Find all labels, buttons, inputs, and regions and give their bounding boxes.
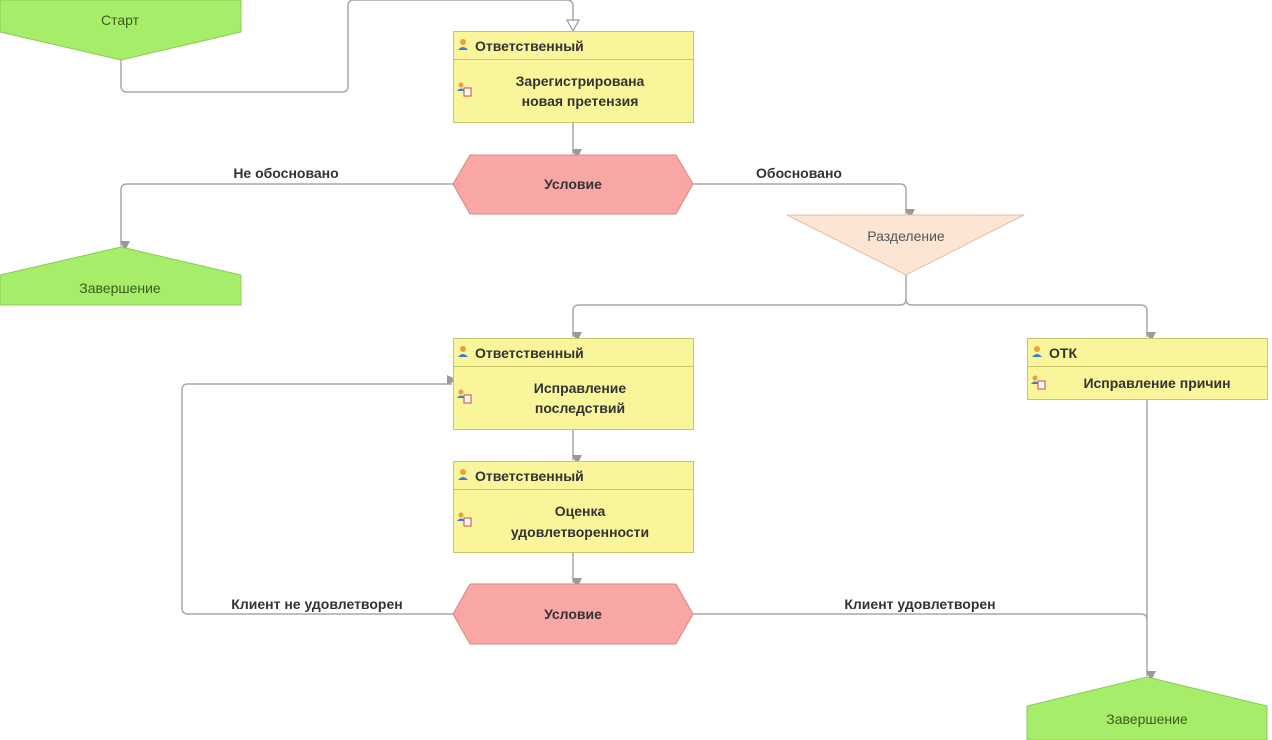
task-title-line-2: удовлетворенности bbox=[511, 524, 649, 540]
condition-label: Условие bbox=[544, 176, 602, 192]
edge-client-satisfied[interactable] bbox=[693, 613, 1156, 681]
task-title-line-1: Зарегистрирована bbox=[516, 73, 645, 89]
condition-1[interactable]: Условие bbox=[452, 154, 694, 215]
end-node-2[interactable]: Завершение bbox=[1026, 676, 1268, 740]
task-performer: Ответственный bbox=[475, 38, 584, 54]
task-register[interactable]: Ответственный Зарегистрирована новая пре… bbox=[453, 31, 694, 123]
split-node[interactable]: Разделение bbox=[786, 214, 1025, 276]
edge-not-justified[interactable] bbox=[120, 183, 453, 251]
start-node[interactable]: Старт bbox=[0, 0, 242, 61]
end-node-1[interactable]: Завершение bbox=[0, 246, 242, 306]
task-title-line-2: последствий bbox=[535, 400, 625, 416]
task-title-line-1: Оценка bbox=[555, 503, 606, 519]
end-label: Завершение bbox=[1106, 711, 1188, 727]
end-label: Завершение bbox=[79, 280, 161, 296]
task-performer: ОТК bbox=[1049, 345, 1077, 361]
edge-start-to-register[interactable] bbox=[120, 0, 574, 93]
split-label: Разделение bbox=[867, 228, 945, 244]
condition-label: Условие bbox=[544, 606, 602, 622]
start-label: Старт bbox=[101, 12, 140, 28]
task-performer: Ответственный bbox=[475, 345, 584, 361]
edge-label-client-not-satisfied: Клиент не удовлетворен bbox=[231, 596, 402, 612]
edge-split-right[interactable] bbox=[905, 298, 1156, 342]
task-title-line-2: новая претензия bbox=[522, 93, 639, 109]
open-arrow-icon bbox=[565, 19, 581, 33]
edge-label-client-satisfied: Клиент удовлетворен bbox=[844, 596, 995, 612]
task-performer: Ответственный bbox=[475, 468, 584, 484]
task-fix-consequences[interactable]: Ответственный Исправление последствий bbox=[453, 338, 694, 430]
task-satisfaction[interactable]: Ответственный Оценка удовлетворенности bbox=[453, 461, 694, 553]
edge-label-justified: Обосновано bbox=[756, 165, 842, 181]
edge-client-not-satisfied[interactable] bbox=[181, 375, 457, 615]
edge-split-left[interactable] bbox=[572, 275, 907, 342]
edge-label-not-justified: Не обосновано bbox=[233, 165, 338, 181]
edge-justified[interactable] bbox=[693, 183, 915, 219]
task-fix-causes[interactable]: ОТК Исправление причин bbox=[1027, 338, 1268, 400]
condition-2[interactable]: Условие bbox=[452, 583, 694, 645]
task-title-line-1: Исправление bbox=[534, 380, 627, 396]
task-title-line-1: Исправление причин bbox=[1083, 375, 1230, 391]
